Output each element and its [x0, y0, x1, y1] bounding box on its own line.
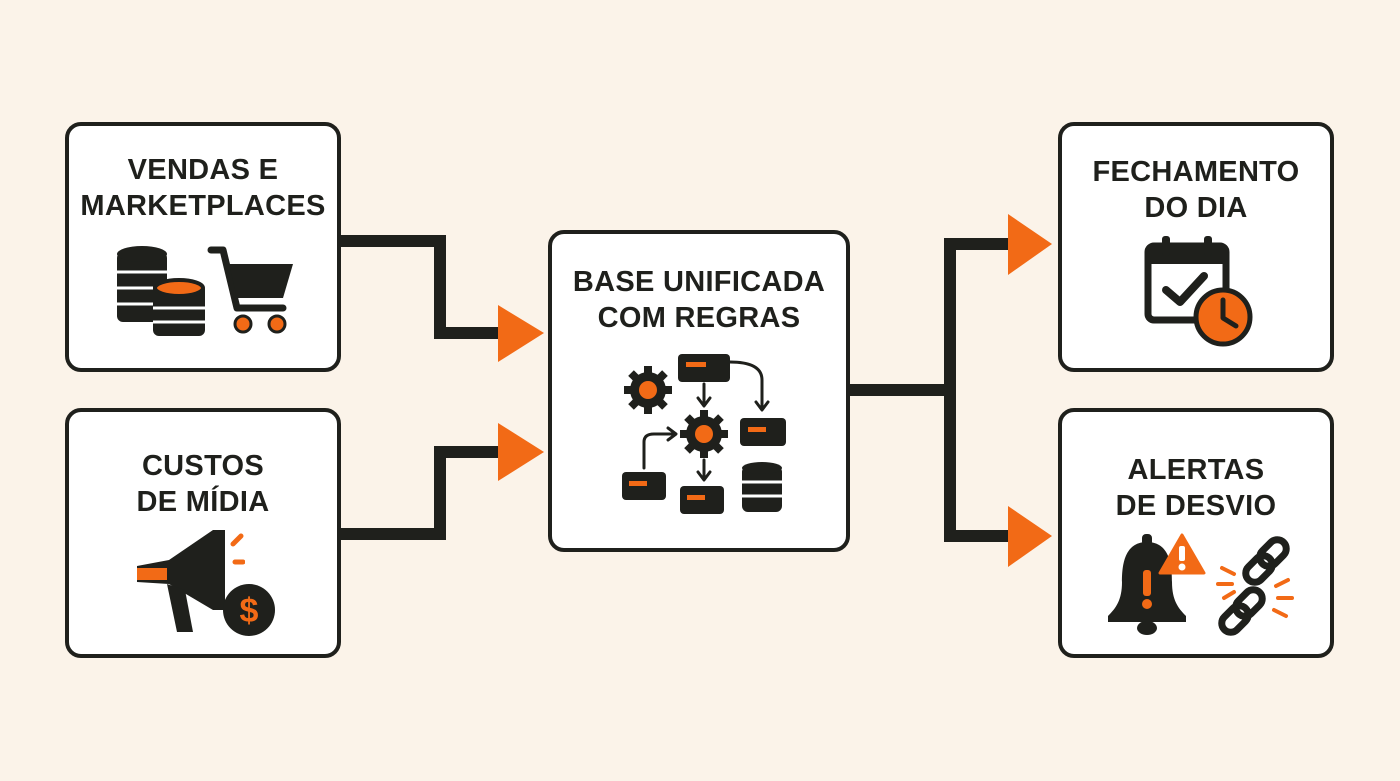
node-title-line-2: DE DESVIO: [1115, 490, 1277, 522]
edge-base-to-alertas: [944, 390, 1010, 542]
node-alertas-desvio: ALERTAS DE DESVIO: [1058, 408, 1334, 658]
node-title-line-2: MARKETPLACES: [80, 190, 326, 222]
megaphone-icon: [137, 530, 245, 632]
node-fechamento-dia: FECHAMENTO DO DIA: [1058, 122, 1334, 372]
arrowhead-vendas-to-base: [498, 305, 544, 362]
node-title: FECHAMENTO DO DIA: [1062, 154, 1330, 226]
coin-stack-icon: [117, 246, 205, 336]
edge-vendas-to-base: [340, 235, 500, 339]
node-title-line-1: FECHAMENTO: [1092, 156, 1300, 188]
svg-text:$: $: [240, 592, 259, 630]
node-vendas-marketplaces: VENDAS E MARKETPLACES: [65, 122, 341, 372]
arrowhead-base-to-alertas: [1008, 506, 1052, 567]
node-title-line-1: CUSTOS: [141, 450, 265, 482]
node-title-line-1: VENDAS E: [127, 154, 279, 186]
broken-link-icon: [1216, 536, 1294, 636]
clock-icon: [1193, 287, 1253, 347]
node-title-line-2: DE MÍDIA: [136, 486, 270, 518]
arrowhead-base-to-fechamento: [1008, 214, 1052, 275]
arrowhead-custos-to-base: [498, 423, 544, 481]
node-title: BASE UNIFICADA COM REGRAS: [552, 264, 846, 336]
dollar-coin-icon: $: [223, 584, 275, 636]
node-title-line-2: DO DIA: [1144, 192, 1248, 224]
node-base-unificada: BASE UNIFICADA COM REGRAS: [548, 230, 850, 552]
node-title: CUSTOS DE MÍDIA: [69, 448, 337, 520]
node-title-line-1: ALERTAS: [1127, 454, 1265, 486]
workflow-icon: [622, 354, 786, 514]
node-title: VENDAS E MARKETPLACES: [69, 152, 337, 224]
shopping-cart-icon: [207, 246, 293, 334]
database-icon: [742, 462, 782, 512]
warning-triangle-icon: [1158, 533, 1206, 575]
calendar-check-icon: [1144, 236, 1230, 324]
edge-base-to-fechamento: [850, 238, 1010, 396]
node-title-line-1: BASE UNIFICADA: [572, 266, 826, 298]
node-custos-midia: CUSTOS DE MÍDIA $: [65, 408, 341, 658]
node-title: ALERTAS DE DESVIO: [1062, 452, 1330, 524]
gear-icon: [624, 366, 672, 414]
node-title-line-2: COM REGRAS: [597, 302, 801, 334]
edge-custos-to-base: [340, 446, 500, 540]
